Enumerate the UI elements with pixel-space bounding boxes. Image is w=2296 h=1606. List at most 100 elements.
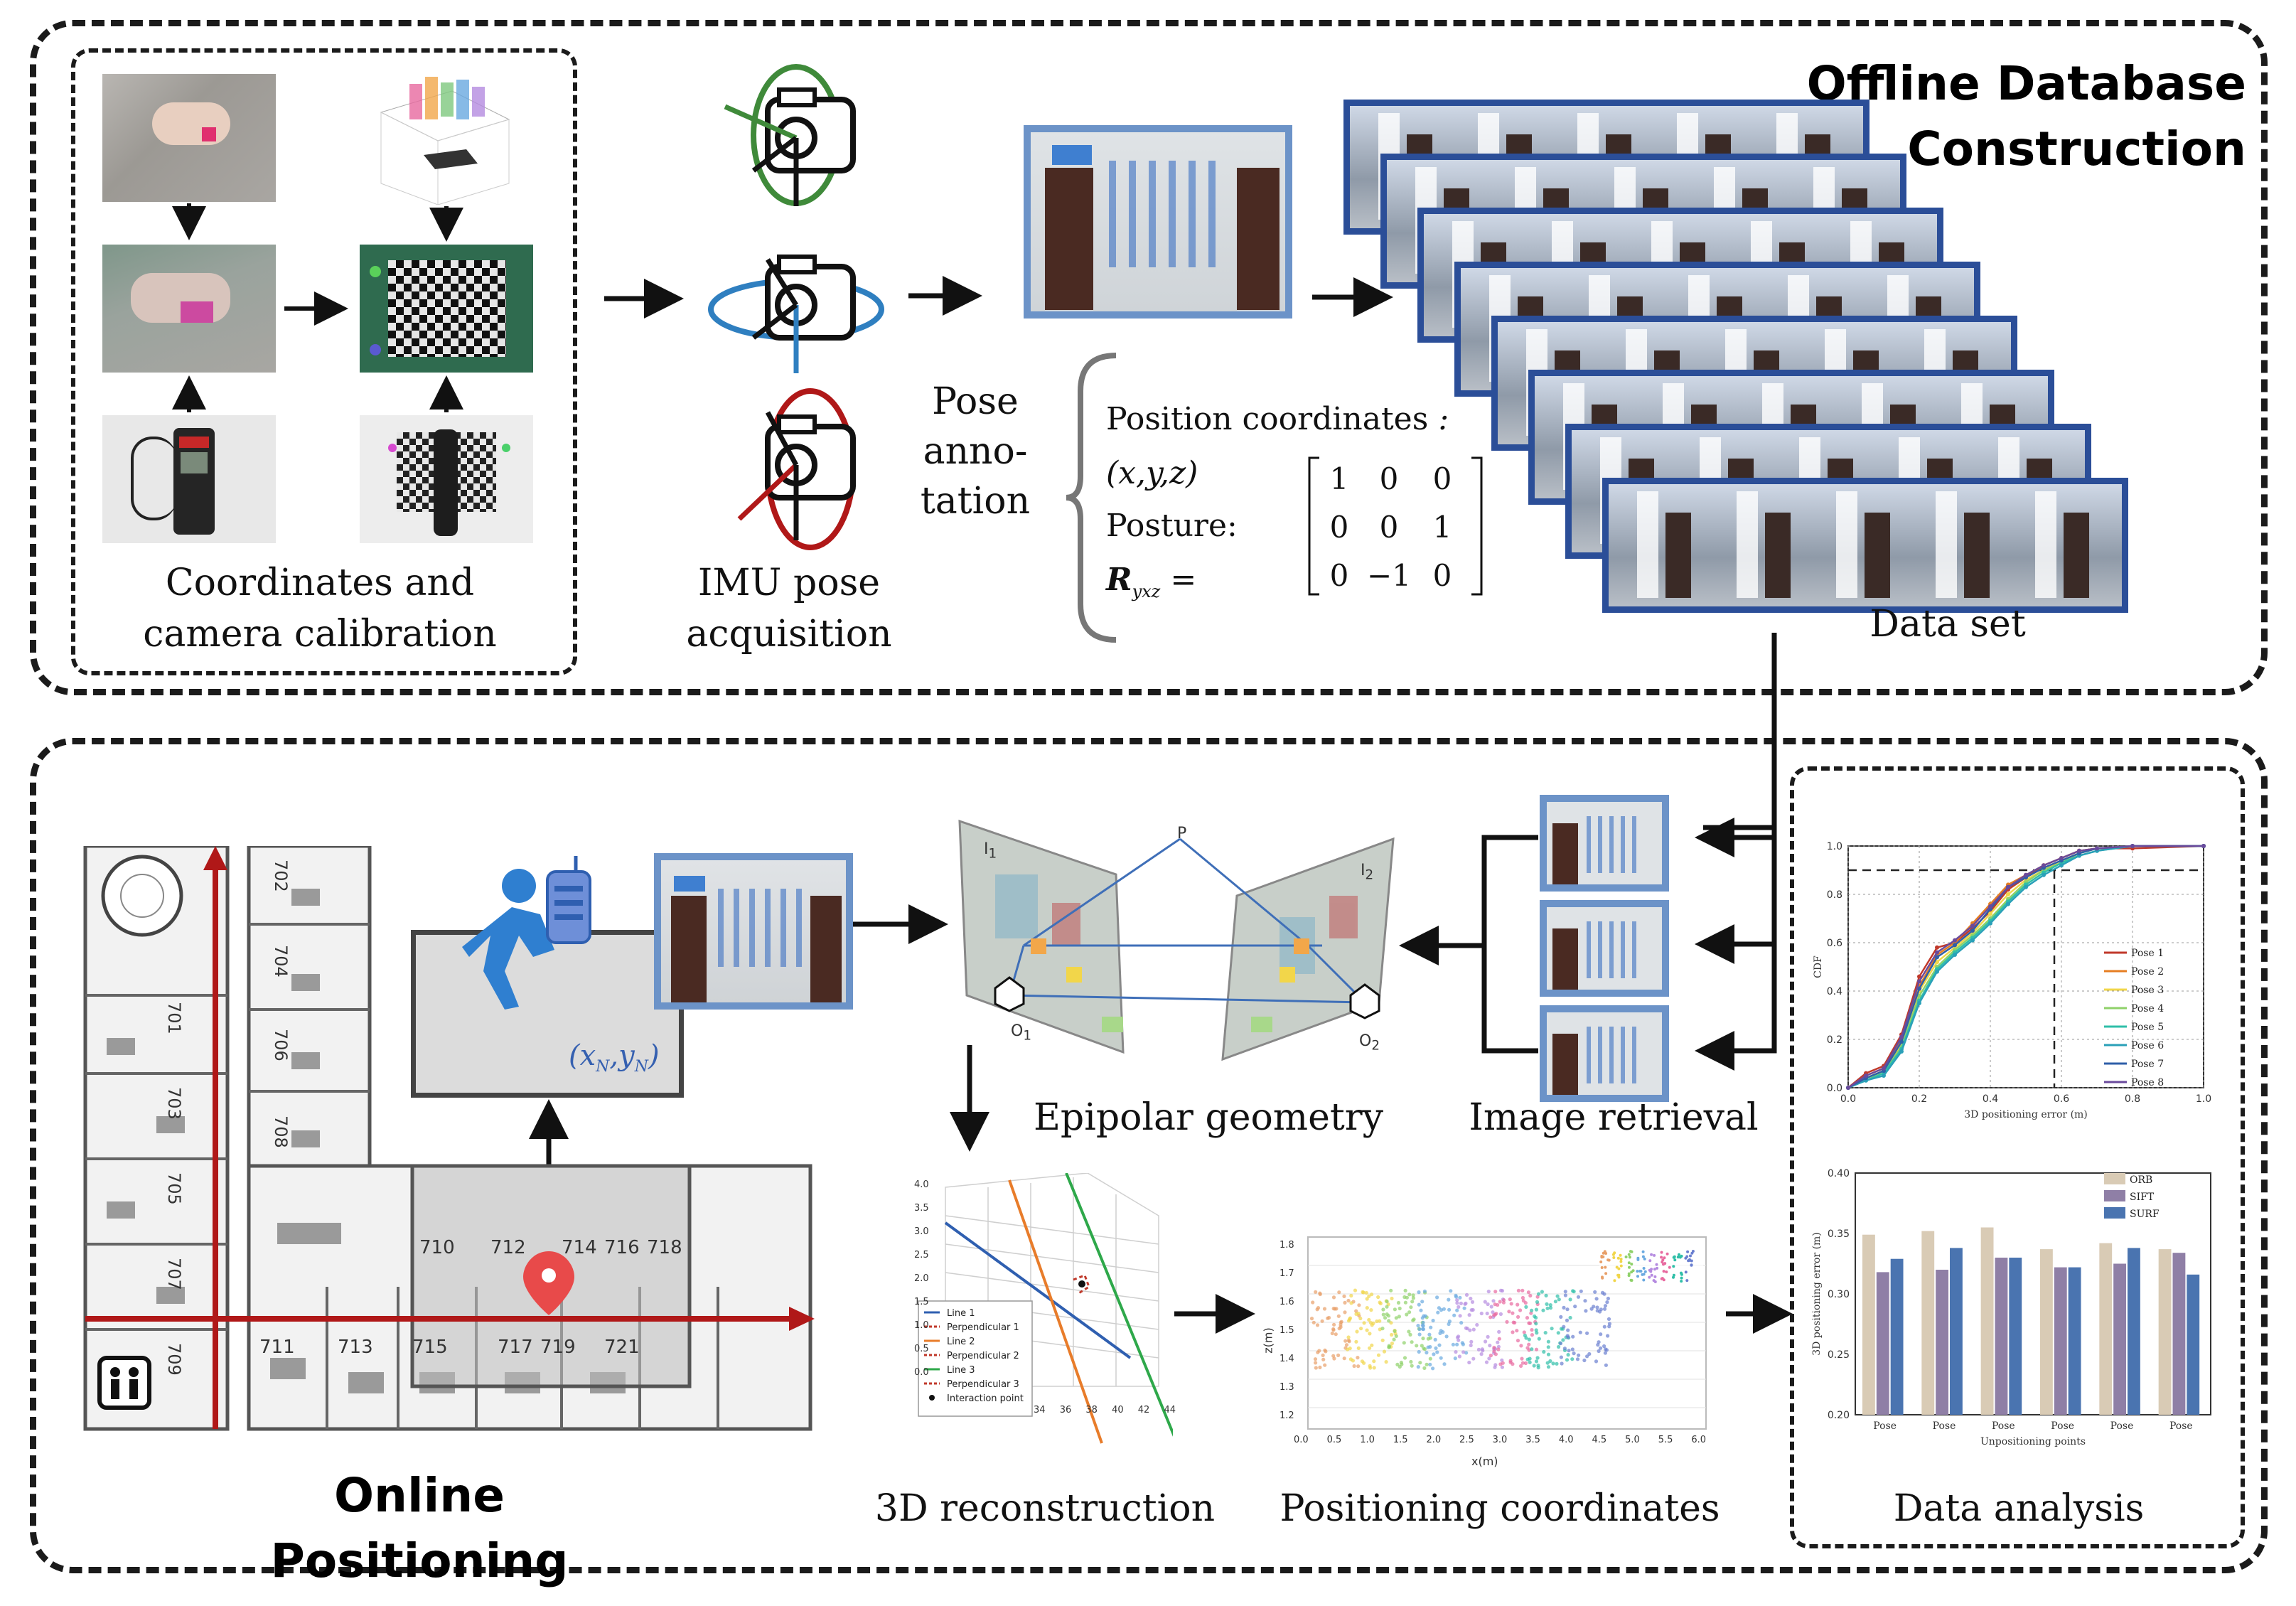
scatter-point [1545,1306,1550,1310]
epipolar-caption: Epipolar geometry [1033,1096,1384,1139]
feature-point [1031,938,1046,954]
scatter-point [1530,1347,1534,1351]
scatter-point [1339,1319,1343,1324]
scatter-point [1511,1362,1515,1366]
scatter-inset-point [1689,1254,1692,1258]
scatter-point [1562,1305,1566,1310]
scatter-inset-point [1636,1258,1640,1261]
room-717: 717 [498,1337,533,1358]
bar [2113,1263,2127,1415]
scatter-inset-point [1673,1255,1676,1258]
scatter-inset-point [1619,1253,1622,1257]
scatter-point [1416,1324,1420,1328]
scatter-point [1356,1364,1361,1369]
scatter-point [1337,1290,1341,1295]
scatter-point [1433,1337,1437,1342]
scatter-point [1348,1347,1352,1351]
scatter-inset-point [1678,1253,1680,1256]
scatter-inset-point [1650,1273,1653,1277]
bar [2099,1243,2113,1415]
scatter-xtick: 1.0 [1360,1435,1375,1445]
bar-legend-label: SURF [2130,1209,2160,1220]
scatter-point [1479,1352,1484,1356]
scatter-point [1361,1290,1366,1295]
room-721: 721 [604,1337,640,1358]
scatter-point [1334,1332,1338,1337]
cdf-point [2095,846,2099,851]
posture-label: Posture: [1106,508,1238,544]
feature-point [1251,1017,1272,1032]
cdf-point [1935,950,1939,955]
scatter-point [1355,1329,1359,1334]
scatter-point [1461,1342,1465,1347]
scatter-point [1444,1334,1449,1339]
epipolar-diagram [958,819,1395,1061]
scatter-point [1493,1363,1498,1367]
scatter-point [1566,1335,1570,1339]
scatter-point [1471,1356,1476,1361]
scatter-point [1560,1361,1564,1366]
scatter-point [1464,1351,1469,1355]
x-tick: 42 [1137,1405,1150,1415]
scatter-ytick: 1.4 [1280,1354,1294,1364]
scatter-point [1523,1361,1528,1366]
scatter-point [1313,1357,1318,1361]
scatter-point [1396,1300,1401,1305]
scatter-point [1435,1350,1439,1354]
arrow-dataset-retrieval-bottom [1695,828,1777,1071]
scatter-point [1540,1290,1544,1294]
bar [1980,1227,1994,1415]
room-704: 704 [271,945,291,978]
cdf-point [1882,1074,1886,1078]
scatter-point [1454,1295,1459,1299]
scatter-point [1455,1308,1459,1312]
scatter-point [1556,1331,1560,1335]
scatter-point [1593,1290,1597,1294]
cdf-point [1988,921,1992,926]
scatter-point [1469,1308,1474,1312]
scatter-point [1416,1365,1420,1369]
scatter-point [1462,1306,1466,1310]
x-tick: 36 [1059,1405,1072,1415]
scatter-point [1562,1324,1566,1329]
matrix-equals: = [1170,562,1197,598]
scatter-point [1378,1301,1383,1306]
scatter-point [1562,1347,1567,1351]
scatter-point [1384,1360,1388,1364]
scatter-point [1393,1329,1397,1333]
scatter-point [1602,1344,1606,1349]
bar-category-label: Pose [1873,1420,1897,1432]
scatter-point [1493,1290,1498,1294]
scatter-point [1332,1356,1336,1361]
z-tick: 3.0 [914,1226,929,1237]
scatter-point [1603,1304,1608,1308]
scatter-inset-point [1668,1265,1671,1269]
online-title: Online Positioning [270,1468,569,1588]
online-section-border [30,738,2268,1573]
scatter-point [1437,1306,1441,1310]
bar [2054,1267,2067,1415]
scatter-point [1439,1356,1443,1360]
cdf-ytick: 0.2 [1827,1034,1842,1046]
scatter-point [1409,1305,1413,1310]
legend-perp1: Perpendicular 1 [947,1322,1019,1333]
legend-perp2: Perpendicular 2 [947,1351,1019,1361]
matrix-cell: 0 [1432,558,1452,593]
scatter-point [1318,1365,1322,1369]
scatter-point [1358,1316,1363,1321]
scatter-point [1585,1354,1589,1359]
cdf-ytick: 1.0 [1827,841,1842,852]
bar [2158,1249,2172,1415]
cdf-point [2006,892,2010,896]
scatter-point [1407,1329,1411,1334]
scatter-inset-point [1636,1270,1639,1273]
scatter-point [1528,1360,1532,1364]
scatter-point [1530,1333,1534,1337]
scatter-point [1548,1359,1552,1364]
bar-category-label: Pose [1933,1420,1956,1432]
scatter-point [1376,1353,1381,1357]
retrieved-image [1540,900,1669,997]
scatter-point [1605,1300,1609,1305]
scatter-point [1469,1339,1474,1344]
scatter-inset-point [1661,1260,1664,1264]
